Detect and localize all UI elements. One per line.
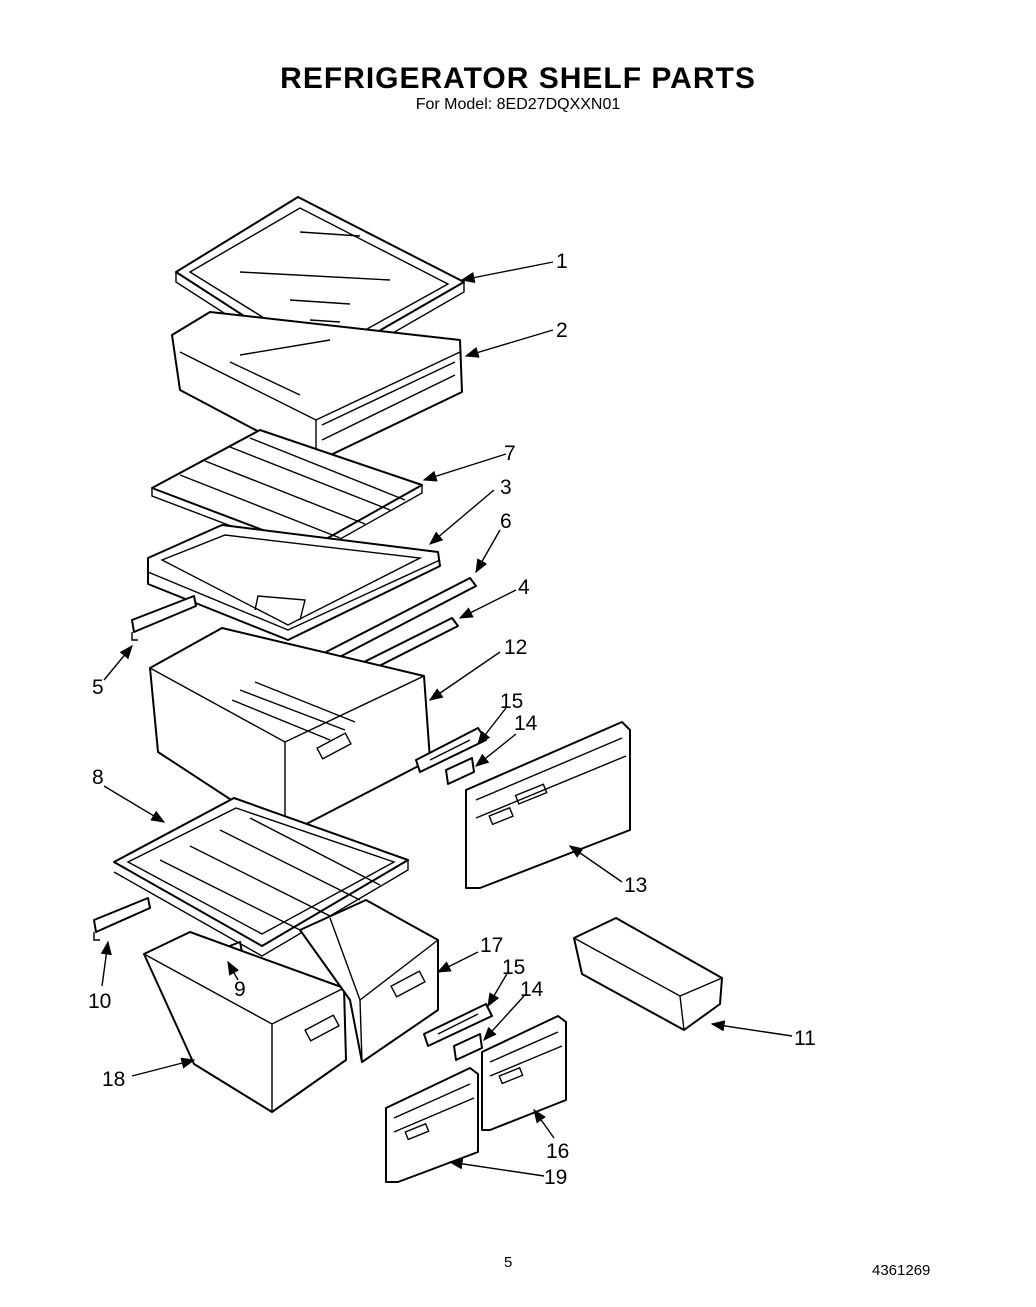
callout-14-lower: 14 (520, 978, 544, 1001)
leader-lines (100, 261, 793, 1177)
callout-labels: 1 2 7 3 6 4 5 12 15 14 8 13 10 9 17 15 1… (88, 250, 816, 1189)
callout-13: 13 (624, 874, 647, 897)
part-2-crisper-tray (171, 311, 463, 463)
callout-5: 5 (92, 676, 104, 699)
callout-1: 1 (556, 250, 568, 273)
part-10-bracket (93, 897, 151, 941)
part-3-shelf-frame (147, 524, 441, 641)
part-11-door-bin (573, 917, 723, 1031)
callout-6: 6 (500, 510, 512, 533)
callout-16: 16 (546, 1140, 569, 1163)
callout-3: 3 (500, 476, 512, 499)
part-8-lower-shelf (113, 797, 409, 957)
document-number: 4361269 (872, 1262, 931, 1279)
model-subtitle: For Model: 8ED27DQXXN01 (415, 96, 621, 113)
page-title: REFRIGERATOR SHELF PARTS (280, 62, 756, 95)
page-number: 5 (504, 1254, 513, 1271)
callout-18: 18 (102, 1068, 125, 1091)
callout-17: 17 (480, 934, 503, 957)
callout-8: 8 (92, 766, 104, 789)
part-19-drawer-front (385, 1067, 479, 1183)
callout-9: 9 (234, 978, 246, 1001)
part-13-drawer-front (465, 721, 631, 889)
callout-19: 19 (544, 1166, 567, 1189)
callout-12: 12 (504, 636, 527, 659)
callout-7: 7 (504, 442, 516, 465)
callout-15-upper: 15 (500, 690, 523, 713)
callout-4: 4 (518, 576, 530, 599)
part-14-clip-lower (453, 1033, 483, 1061)
part-16-drawer-front (481, 1015, 567, 1131)
callout-2: 2 (556, 319, 568, 342)
part-18-lower-bin (143, 931, 347, 1113)
part-14-clip-upper (445, 757, 475, 785)
part-17-lower-bin (299, 899, 439, 1063)
callout-10: 10 (88, 990, 111, 1013)
callout-11: 11 (794, 1027, 816, 1050)
callout-14-upper: 14 (514, 712, 538, 735)
callout-15-lower: 15 (502, 956, 525, 979)
part-5-bracket (131, 595, 197, 641)
part-12-crisper-drawer (149, 627, 431, 836)
part-15-slide-lower (423, 1003, 493, 1047)
